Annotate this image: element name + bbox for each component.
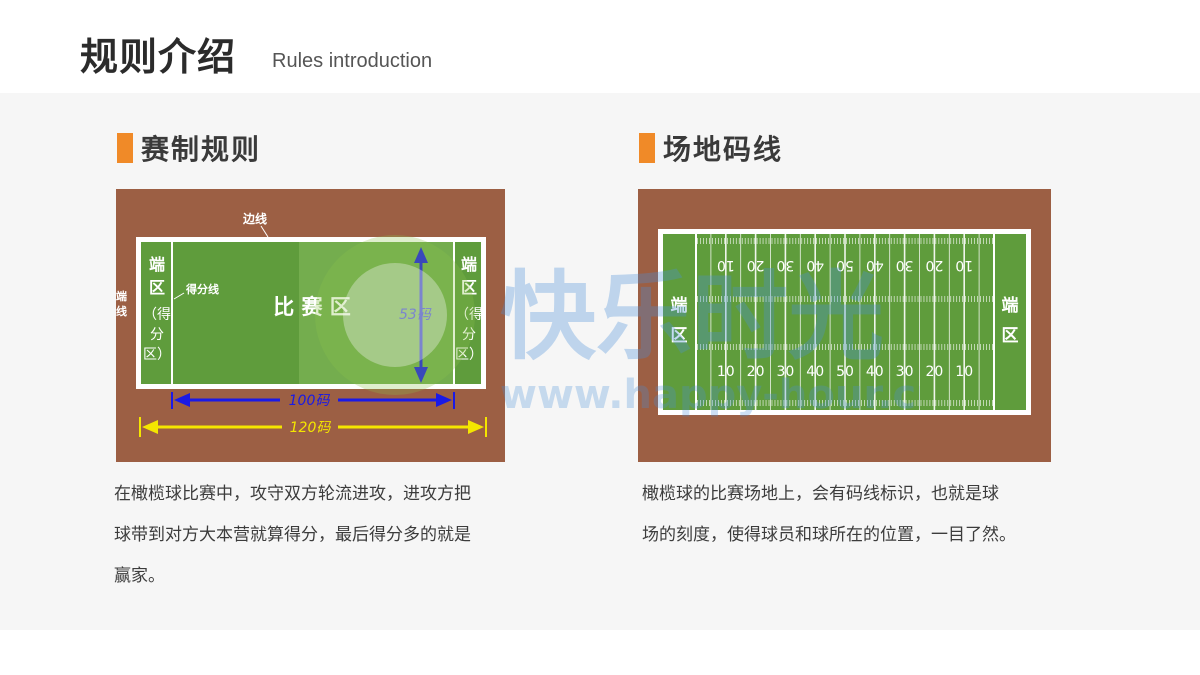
endzone-right-label-1: 端 bbox=[461, 255, 477, 274]
endzone-right-label-2: 区 bbox=[1002, 326, 1019, 346]
section-heading-yardlines: 场地码线 bbox=[639, 128, 783, 168]
endzone-right-label-5: 区） bbox=[455, 347, 483, 363]
section-marker bbox=[117, 133, 133, 163]
length-inner-label: 100码 bbox=[289, 393, 331, 409]
endzone-right-label-1: 端 bbox=[1002, 295, 1019, 316]
endzone-right-label-3: （得 bbox=[455, 306, 483, 323]
yard-number-bottom: 10 bbox=[955, 364, 973, 380]
endzone-left-label-4: 分 bbox=[150, 327, 164, 343]
endzone-left-label-3: （得 bbox=[143, 306, 171, 323]
yard-number-bottom: 40 bbox=[806, 364, 824, 380]
yard-number-top: 20 bbox=[925, 257, 943, 273]
endzone-right-label-2: 区 bbox=[461, 278, 477, 297]
rules-paragraph-line: 在橄榄球比赛中，攻守双方轮流进攻，进攻方把 bbox=[114, 484, 471, 504]
endzone-left-label-1: 端 bbox=[671, 295, 688, 316]
yard-number-top: 30 bbox=[896, 257, 914, 273]
yard-number-bottom: 20 bbox=[925, 364, 943, 380]
endzone-left-label-1: 端 bbox=[149, 255, 165, 274]
sideline-label: 边线 bbox=[242, 211, 267, 226]
page-subtitle: Rules introduction bbox=[272, 50, 433, 72]
yardlines-paragraph-line: 场的刻度，使得球员和球所在的位置，一目了然。 bbox=[642, 525, 1016, 545]
section-title: 场地码线 bbox=[663, 133, 784, 166]
width-label: 53码 bbox=[399, 307, 432, 323]
endzone-right-label-4: 分 bbox=[462, 327, 476, 343]
goal-line-label: 得分线 bbox=[185, 282, 219, 296]
rules-paragraph-line: 赢家。 bbox=[114, 566, 165, 586]
rules-field-diagram: 端 区 （得 分 区） 端 区 （得 分 区） 比 赛 区 边线 得分线 端 线… bbox=[116, 189, 505, 462]
yard-number-bottom: 10 bbox=[717, 364, 735, 380]
endzone-left-label-5: 区） bbox=[143, 347, 171, 363]
section-marker bbox=[639, 133, 655, 163]
page-title: 规则介绍 bbox=[80, 35, 237, 79]
endzone-left-label-2: 区 bbox=[671, 326, 688, 346]
yard-number-top: 30 bbox=[776, 257, 794, 273]
yard-number-top: 20 bbox=[747, 257, 765, 273]
yard-number-top: 10 bbox=[955, 257, 973, 273]
yard-number-top: 40 bbox=[806, 257, 824, 273]
yard-number-top: 50 bbox=[836, 257, 854, 273]
section-heading-rules: 赛制规则 bbox=[117, 128, 261, 168]
endzone-left-label-2: 区 bbox=[149, 278, 165, 297]
yard-number-bottom: 30 bbox=[776, 364, 794, 380]
endline-label-1: 端 bbox=[116, 289, 127, 303]
yardlines-paragraph-line: 橄榄球的比赛场地上，会有码线标识，也就是球 bbox=[642, 484, 999, 504]
yard-number-bottom: 30 bbox=[896, 364, 914, 380]
yard-number-bottom: 40 bbox=[866, 364, 884, 380]
length-outer-label: 120码 bbox=[290, 420, 332, 436]
yard-number-bottom: 20 bbox=[747, 364, 765, 380]
rules-paragraph: 在橄榄球比赛中，攻守双方轮流进攻，进攻方把 球带到对方大本营就算得分，最后得分多… bbox=[114, 474, 534, 597]
yard-number-bottom: 50 bbox=[836, 364, 854, 380]
endline-label-2: 线 bbox=[116, 304, 127, 318]
field-label: 比 赛 区 bbox=[273, 295, 351, 319]
rules-paragraph-line: 球带到对方大本营就算得分，最后得分多的就是 bbox=[114, 525, 471, 545]
yard-lines-field-diagram: 端 区 端 区 10 20 30 40 50 40 30 20 10 10 20 30 40 50 40 30… bbox=[638, 189, 1051, 462]
yardlines-paragraph: 橄榄球的比赛场地上，会有码线标识，也就是球 场的刻度，使得球员和球所在的位置，一… bbox=[642, 474, 1082, 556]
yard-number-top: 40 bbox=[866, 257, 884, 273]
section-title: 赛制规则 bbox=[141, 133, 262, 166]
yard-number-top: 10 bbox=[717, 257, 735, 273]
header: 规则介绍 Rules introduction bbox=[0, 0, 1200, 93]
